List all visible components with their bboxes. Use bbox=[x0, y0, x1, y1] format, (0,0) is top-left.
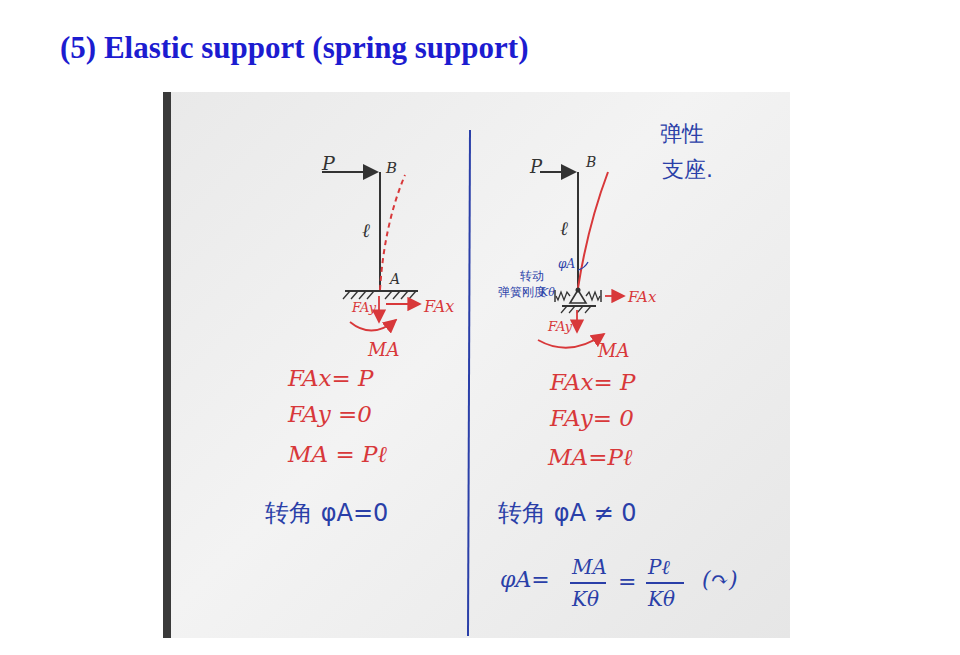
heading-note: 弹性 bbox=[660, 122, 704, 146]
length-label: ℓ bbox=[362, 220, 370, 241]
load-label: P bbox=[530, 157, 542, 177]
spring-note: 弹簧刚度 bbox=[498, 286, 546, 299]
rotation-note: 转角 φA ≠ 0 bbox=[498, 500, 637, 526]
spring-note: 转动 bbox=[520, 270, 544, 283]
point-label: A bbox=[390, 272, 400, 287]
force-label: FAy bbox=[548, 320, 572, 334]
equation: FAx= P bbox=[550, 370, 636, 395]
formula-part: = bbox=[618, 570, 636, 594]
angle-label: φA bbox=[558, 258, 575, 271]
formula-part: Kθ bbox=[648, 588, 675, 610]
equation: MA=Pℓ bbox=[548, 445, 633, 470]
point-label: B bbox=[386, 160, 397, 177]
slide-title: (5) Elastic support (spring support) bbox=[60, 30, 529, 66]
formula-part: Kθ bbox=[572, 588, 599, 610]
stiffness-label: Kθ bbox=[540, 287, 555, 299]
force-label: FAy bbox=[352, 301, 376, 315]
formula-part: (↷) bbox=[702, 568, 738, 592]
moment-label: MA bbox=[598, 341, 629, 361]
equation: FAy =0 bbox=[288, 402, 372, 427]
length-label: ℓ bbox=[560, 218, 568, 239]
equation: FAx= P bbox=[288, 366, 374, 391]
heading-note: 支座. bbox=[662, 158, 713, 182]
force-label: FAx bbox=[628, 289, 656, 306]
moment-label: MA bbox=[368, 340, 399, 360]
formula-part: MA bbox=[572, 556, 607, 578]
formula-part: φA= bbox=[500, 568, 550, 592]
equation: FAy= 0 bbox=[550, 406, 634, 431]
equation: MA = Pℓ bbox=[288, 442, 387, 467]
load-label: P bbox=[322, 153, 335, 174]
force-label: FAx bbox=[424, 298, 454, 316]
rotation-note: 转角 φA=0 bbox=[265, 500, 388, 526]
point-label: B bbox=[586, 155, 596, 170]
formula-part: Pℓ bbox=[648, 556, 670, 578]
